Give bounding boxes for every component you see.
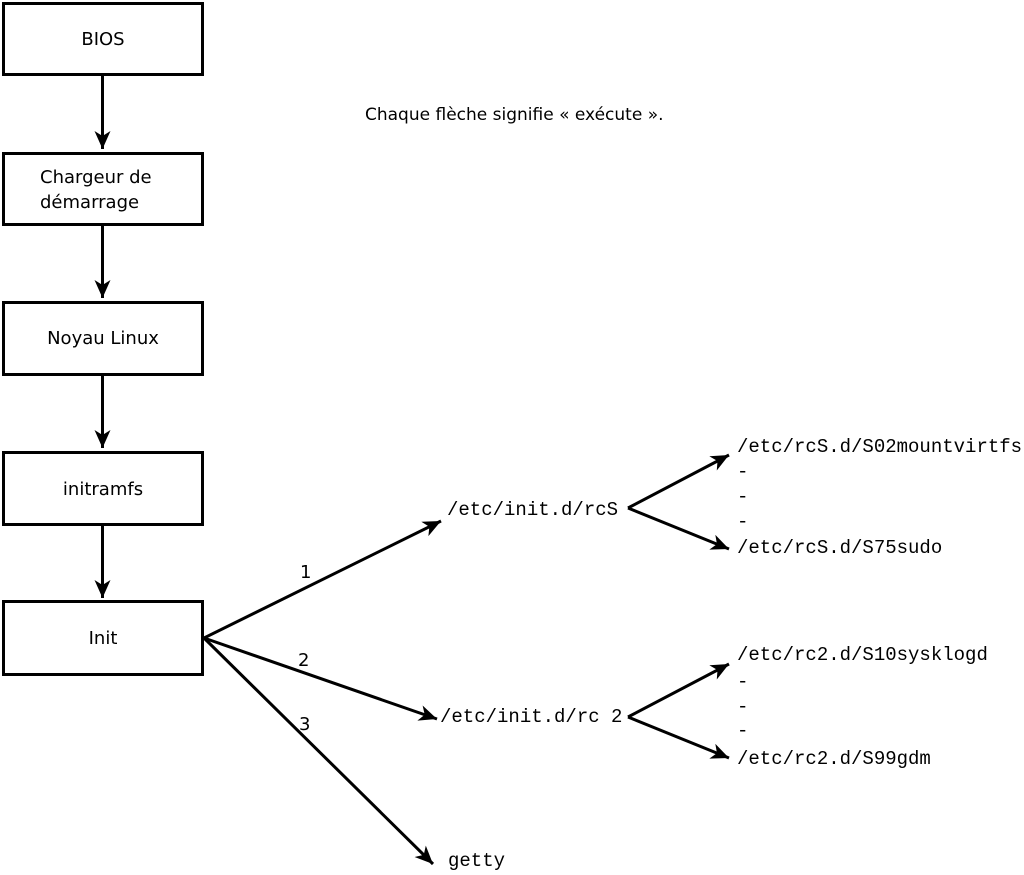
box-bootloader (2, 152, 204, 226)
box-bios (2, 2, 204, 76)
rcs-ellipsis-2: - (737, 486, 748, 508)
arrow-rc2-to-first-script (627, 662, 730, 719)
box-bootloader-label-line2: démarrage (40, 192, 139, 213)
branch-3-label: 3 (299, 714, 310, 735)
rcs-ellipsis-1: - (737, 461, 748, 483)
arrow-rc2-to-last-script (627, 715, 730, 760)
branch-1-label: 1 (300, 562, 311, 583)
rc2-ellipsis-3: - (737, 720, 748, 742)
rcs-ellipsis-3: - (737, 511, 748, 533)
branch-2-label: 2 (298, 650, 309, 671)
rc2-child-first-label: /etc/rc2.d/S10sysklogd (737, 644, 988, 666)
arrow-rcs-to-last-script (627, 506, 730, 551)
rcs-script-label: /etc/init.d/rcS (447, 499, 618, 521)
arrow-init-to-getty (202, 636, 435, 866)
box-init (2, 600, 204, 676)
arrow-init-to-rc2 (203, 636, 438, 721)
rc2-ellipsis-1: - (737, 671, 748, 693)
box-bootloader-label-line1: Chargeur de (40, 167, 152, 188)
rcs-child-last-label: /etc/rcS.d/S75sudo (737, 537, 942, 559)
box-bios-label: BIOS (81, 29, 124, 50)
box-kernel-label: Noyau Linux (47, 328, 159, 349)
box-initramfs-label: initramfs (63, 479, 143, 500)
rc2-child-last-label: /etc/rc2.d/S99gdm (737, 748, 931, 770)
diagram-note: Chaque flèche signifie « exécute ». (365, 105, 664, 125)
box-kernel (2, 301, 204, 376)
getty-label: getty (448, 850, 505, 872)
rc2-script-label: /etc/init.d/rc 2 (440, 706, 622, 728)
rcs-child-first-label: /etc/rcS.d/S02mountvirtfs (737, 436, 1022, 458)
box-init-label: Init (89, 628, 118, 649)
box-initramfs (2, 451, 204, 526)
arrow-init-to-rcs (203, 519, 442, 640)
arrow-rcs-to-first-script (627, 453, 730, 510)
rc2-ellipsis-2: - (737, 696, 748, 718)
